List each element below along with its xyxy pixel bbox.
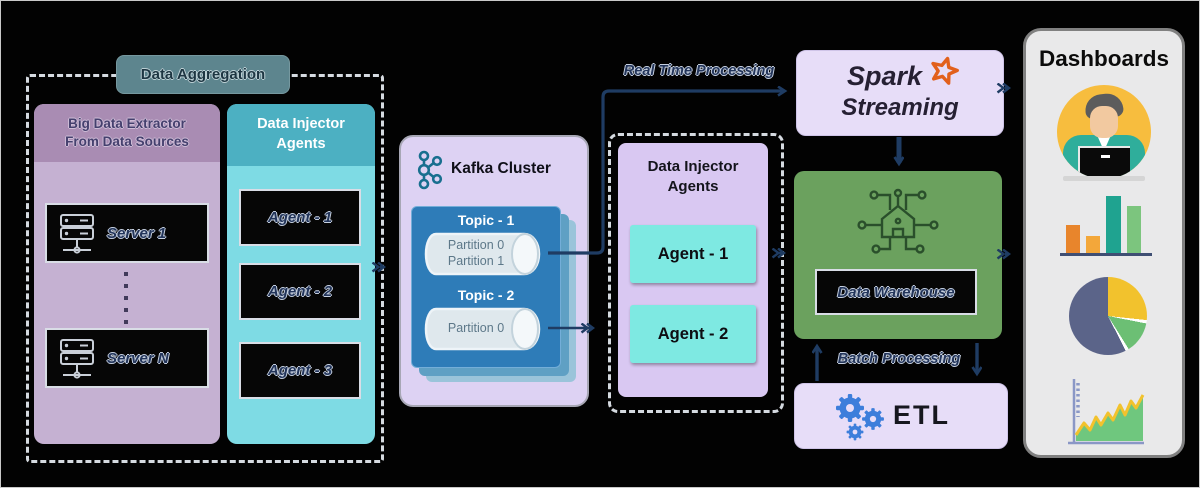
batch-processing-label: Batch Processing bbox=[837, 351, 961, 367]
bar-chart-baseline bbox=[1060, 253, 1152, 256]
injector-header: Data Injector Agents bbox=[227, 104, 375, 166]
server-rack-icon bbox=[60, 339, 94, 379]
extractor-panel: Big Data Extractor From Data Sources Ser… bbox=[34, 104, 220, 444]
server-1-node: Server 1 bbox=[45, 203, 209, 263]
middle-injector-title: Data Injector Agents bbox=[618, 157, 768, 198]
real-time-processing-label: Real Time Processing bbox=[623, 63, 775, 79]
server-1-label: Server 1 bbox=[107, 224, 167, 242]
server-rack-icon bbox=[60, 214, 94, 254]
extractor-header-text: Big Data Extractor From Data Sources bbox=[65, 115, 189, 151]
connected-warehouse-icon bbox=[857, 188, 939, 254]
injector-agents-panel: Data Injector Agents Agent - 1 Agent - 2… bbox=[227, 104, 375, 444]
bar-green bbox=[1127, 206, 1141, 253]
data-warehouse-node: Data Warehouse bbox=[794, 171, 1002, 339]
topic-2-partition-labels: Partition 0 bbox=[428, 306, 524, 352]
bar-orange bbox=[1066, 225, 1080, 253]
analyst-avatar-icon bbox=[1057, 85, 1151, 179]
injector-title-line1: Data Injector bbox=[257, 116, 345, 133]
extractor-header: Big Data Extractor From Data Sources bbox=[34, 104, 220, 162]
middle-injector-title-line1: Data Injector bbox=[647, 158, 739, 175]
middle-agent-1-node: Agent - 1 bbox=[630, 225, 756, 283]
spark-title-line2: Streaming bbox=[841, 94, 959, 121]
partition-1-label: Partition 1 bbox=[447, 254, 505, 268]
avatar-face bbox=[1090, 106, 1118, 138]
avatar-laptop-base bbox=[1063, 176, 1145, 181]
middle-injector-panel: Data Injector Agents Agent - 1 Agent - 2 bbox=[618, 143, 768, 397]
extractor-title-line1: Big Data Extractor bbox=[68, 115, 186, 131]
agent-1-node: Agent - 1 bbox=[239, 189, 361, 246]
cylinder-shape bbox=[424, 307, 541, 351]
kafka-logo-icon bbox=[417, 150, 443, 190]
topic-1-partitions-cylinder: Partition 0 Partition 1 bbox=[422, 231, 550, 277]
dashboards-panel: Dashboards bbox=[1023, 28, 1185, 458]
middle-injector-title-line2: Agents bbox=[667, 178, 719, 196]
partition-0-label: Partition 0 bbox=[447, 238, 505, 253]
kafka-topics-box: Topic - 1 Partition 0 Partition 1 Topic … bbox=[411, 206, 561, 368]
extractor-title-line2: From Data Sources bbox=[65, 134, 189, 149]
agent-2-node: Agent - 2 bbox=[239, 263, 361, 320]
kafka-cluster-title: Kafka Cluster bbox=[451, 160, 551, 177]
server-n-node: Server N bbox=[45, 328, 209, 388]
bar-amber bbox=[1086, 236, 1100, 253]
injector-header-text: Data Injector Agents bbox=[257, 115, 345, 154]
dashboards-title: Dashboards bbox=[1038, 46, 1170, 71]
middle-agent-2-node: Agent - 2 bbox=[630, 305, 756, 363]
servers-ellipsis-dots bbox=[122, 264, 130, 332]
topic-1-partition-labels: Partition 0 Partition 1 bbox=[428, 231, 524, 277]
topic-2-label: Topic - 2 bbox=[457, 287, 515, 303]
spark-title-line1: Spark bbox=[846, 61, 923, 91]
partition-0-label: Partition 0 bbox=[447, 321, 505, 336]
bar-teal bbox=[1106, 196, 1121, 253]
pie-chart-icon bbox=[1069, 277, 1147, 355]
area-chart-icon bbox=[1068, 379, 1145, 445]
spark-star-icon bbox=[931, 56, 959, 85]
kafka-cluster-panel: Kafka Cluster Topic - 1 Partition 0 Part… bbox=[399, 135, 589, 407]
topic-2-partitions-cylinder: Partition 0 bbox=[422, 306, 550, 352]
avatar-laptop-detail bbox=[1101, 155, 1110, 158]
cylinder-shape bbox=[424, 232, 541, 276]
spark-streaming-node: Spark Streaming bbox=[796, 50, 1004, 136]
bar-chart-icon bbox=[1060, 194, 1152, 256]
agent-3-node: Agent - 3 bbox=[239, 342, 361, 399]
topic-1-label: Topic - 1 bbox=[457, 212, 515, 228]
gears-icon bbox=[836, 394, 884, 441]
injector-title-line2: Agents bbox=[276, 136, 326, 152]
data-warehouse-label: Data Warehouse bbox=[815, 269, 977, 315]
etl-node: ETL bbox=[794, 383, 1008, 449]
aggregation-title: Data Aggregation bbox=[116, 55, 290, 94]
etl-label: ETL bbox=[893, 400, 950, 430]
server-n-label: Server N bbox=[107, 349, 169, 367]
avatar-laptop bbox=[1078, 146, 1130, 179]
